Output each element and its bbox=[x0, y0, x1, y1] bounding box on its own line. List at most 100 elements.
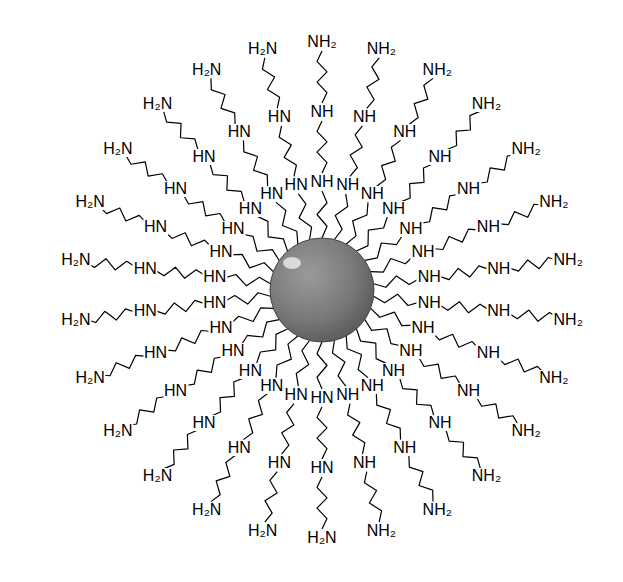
amine-group: HN bbox=[309, 460, 334, 476]
amine-group: HN bbox=[163, 383, 188, 399]
amine-group: NH bbox=[476, 219, 501, 235]
chain-bond bbox=[446, 111, 480, 150]
chain-bond bbox=[400, 378, 434, 417]
amine-group: HN bbox=[221, 221, 246, 237]
amine-group: HN bbox=[133, 261, 158, 277]
chain-bond bbox=[210, 164, 244, 203]
amine-group: NH bbox=[410, 320, 435, 336]
amine-group: H₂N bbox=[247, 523, 278, 539]
chain-bond bbox=[508, 257, 560, 271]
amine-group: NH₂ bbox=[471, 468, 502, 484]
amine-group: HN bbox=[191, 149, 216, 165]
amine-group: NH bbox=[352, 109, 377, 125]
amine-group: NH bbox=[417, 269, 442, 285]
chain-bond bbox=[476, 396, 519, 426]
amine-group: HN bbox=[208, 244, 233, 260]
amine-group: HN bbox=[267, 455, 292, 471]
chain-bond bbox=[279, 126, 296, 176]
amine-group: NH₂ bbox=[538, 370, 569, 386]
amine-group: HN bbox=[143, 345, 168, 361]
amine-group: NH bbox=[410, 244, 435, 260]
amine-group: NH bbox=[486, 303, 511, 319]
chain-bond bbox=[125, 154, 168, 184]
chain-bond bbox=[438, 302, 490, 313]
amine-group: HN bbox=[259, 378, 284, 394]
chain-bond bbox=[256, 329, 287, 364]
amine-group: NH bbox=[392, 440, 417, 456]
chain-bond bbox=[183, 194, 226, 224]
chain-bond bbox=[431, 229, 480, 249]
chain-bond bbox=[317, 191, 327, 238]
chain-bond bbox=[262, 58, 279, 108]
chain-bond bbox=[99, 355, 148, 375]
amine-group: H₂N bbox=[74, 194, 105, 210]
amine-group: NH₂ bbox=[510, 141, 541, 157]
chain-bond bbox=[446, 430, 480, 469]
chain-bond bbox=[346, 336, 368, 378]
amine-group: NH₂ bbox=[422, 502, 453, 518]
amine-group: H₂N bbox=[60, 252, 91, 268]
amine-group: NH bbox=[309, 174, 334, 190]
chain-bond bbox=[317, 51, 327, 103]
amine-group: H₂N bbox=[191, 502, 222, 518]
chain-bond bbox=[298, 194, 311, 240]
amine-group: HN bbox=[133, 303, 158, 319]
chain-bond bbox=[243, 394, 267, 440]
chain-bond bbox=[374, 276, 421, 287]
amine-group: NH₂ bbox=[422, 62, 453, 78]
chain-bond bbox=[164, 230, 213, 248]
polymer-chains bbox=[85, 51, 560, 529]
chain-bond bbox=[164, 331, 213, 351]
chain-bond bbox=[508, 310, 560, 321]
amine-group: NH bbox=[456, 383, 481, 399]
amine-group: H₂N bbox=[60, 312, 91, 328]
chain-bond bbox=[164, 430, 198, 469]
amine-group: H₂N bbox=[102, 141, 133, 157]
chain-bond bbox=[332, 340, 345, 386]
nanoparticle-core bbox=[270, 238, 374, 342]
chain-bond bbox=[317, 477, 327, 529]
amine-group: NH bbox=[398, 221, 423, 237]
chain-bond bbox=[371, 308, 415, 325]
amine-group: NH bbox=[476, 345, 501, 361]
amine-group: HN bbox=[163, 181, 188, 197]
amine-group: HN bbox=[267, 109, 292, 125]
amine-group: NH bbox=[352, 455, 377, 471]
amine-group: HN bbox=[238, 201, 263, 217]
amine-group: H₂N bbox=[142, 468, 173, 484]
amine-group: HN bbox=[259, 186, 284, 202]
chain-bond bbox=[276, 202, 298, 244]
amine-group: HN bbox=[143, 219, 168, 235]
amine-group: HN bbox=[227, 440, 252, 456]
amine-group: H₂N bbox=[142, 96, 173, 112]
chain-bond bbox=[376, 394, 400, 440]
chain-bond bbox=[367, 58, 379, 108]
chain-bond bbox=[374, 294, 421, 305]
chain-bond bbox=[431, 331, 480, 349]
amine-group: NH₂ bbox=[553, 312, 584, 328]
chain-bond bbox=[409, 456, 433, 502]
chain-bond bbox=[241, 320, 280, 347]
amine-group: NH₂ bbox=[366, 523, 397, 539]
amine-group: H₂N bbox=[306, 530, 337, 546]
amine-group: NH bbox=[427, 415, 452, 431]
chain-bond bbox=[154, 267, 206, 278]
chain-bond bbox=[350, 126, 362, 176]
amine-group: H₂N bbox=[191, 62, 222, 78]
core-highlight bbox=[283, 257, 301, 269]
amine-group: HN bbox=[191, 415, 216, 431]
chain-bond bbox=[371, 255, 415, 272]
amine-group: NH bbox=[417, 295, 442, 311]
chain-bond bbox=[85, 309, 137, 323]
amine-group: NH bbox=[360, 378, 385, 394]
chain-bond bbox=[224, 293, 271, 304]
chain-bond bbox=[243, 140, 267, 186]
amine-group: H₂N bbox=[102, 423, 133, 439]
amine-group: NH bbox=[335, 387, 360, 403]
chain-bond bbox=[476, 154, 519, 184]
chain-bond bbox=[418, 356, 461, 386]
amine-group: HN bbox=[284, 177, 309, 193]
chain-bond bbox=[164, 111, 198, 150]
